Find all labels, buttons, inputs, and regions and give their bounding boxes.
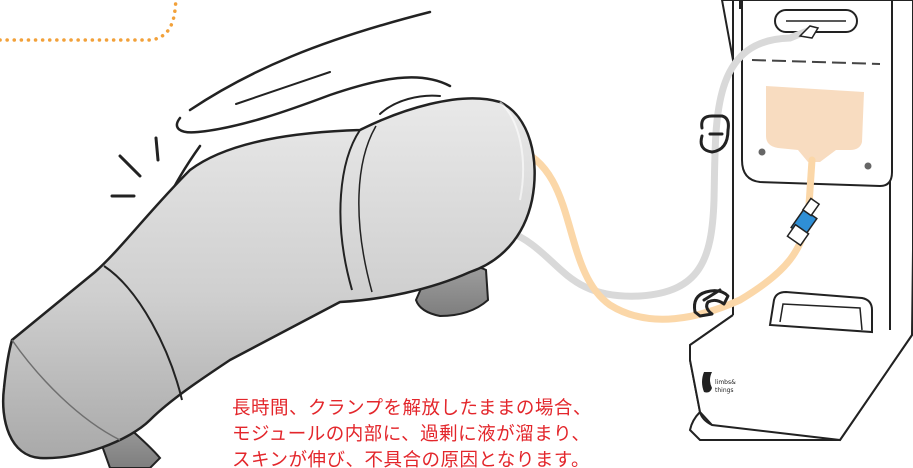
svg-text:limbs&: limbs& [715,379,736,386]
svg-text:things: things [715,387,734,394]
knee-module [1,97,536,468]
fluid-tube [511,144,816,323]
lower-tube-clamp [693,288,730,318]
dotted-callout-line [0,0,178,42]
warning-caption: 長時間、クランプを解放したままの場合、 モジュールの内部に、過剰に液が溜まり、 … [232,396,702,468]
upper-tube-clamp [699,114,730,154]
caption-line-3: スキンが伸び、不具合の原因となります。 [232,450,591,468]
hanger-hook [798,25,820,39]
motion-lines [110,136,160,198]
caption-line-1: 長時間、クランプを解放したままの場合、 [232,398,592,419]
drain-tube [501,26,814,300]
caption-line-2: モジュールの内部に、過剰に液が溜まり、 [232,424,591,445]
drainage-bag [766,86,864,162]
tube-connector [786,197,821,247]
brand-logo: limbs& things [702,372,736,394]
